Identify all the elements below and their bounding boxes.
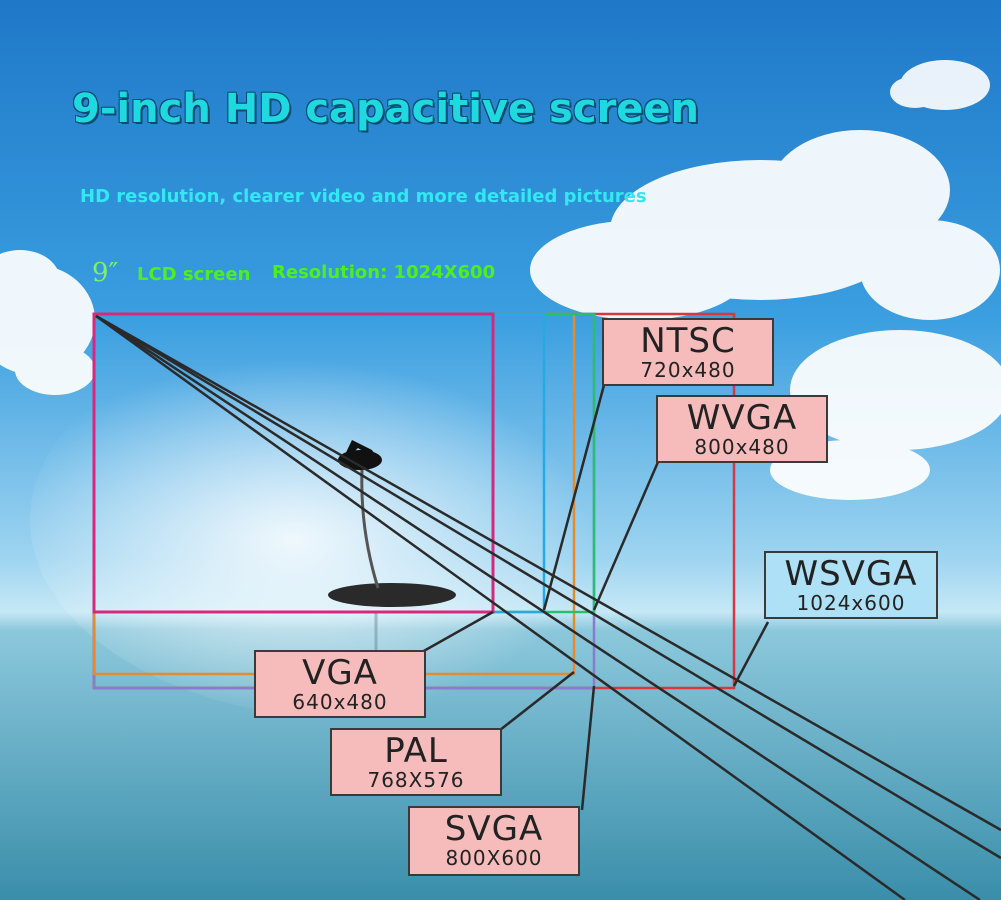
pal-label: PAL 768X576: [330, 728, 502, 796]
lcd-screen-label: LCD screen: [137, 264, 251, 285]
headline: 9-inch HD capacitive screen: [72, 86, 700, 132]
ntsc-name: NTSC: [640, 321, 736, 361]
vga-label: VGA 640x480: [254, 650, 426, 718]
vga-resolution: 640x480: [292, 690, 388, 714]
svga-resolution: 800X600: [445, 846, 543, 870]
pal-name: PAL: [384, 731, 448, 771]
wsvga-name: WSVGA: [784, 554, 918, 594]
wsvga-resolution: 1024x600: [796, 591, 906, 615]
wsvga-label: WSVGA 1024x600: [764, 551, 938, 619]
ntsc-resolution: 720x480: [640, 358, 736, 382]
vga-name: VGA: [302, 653, 378, 693]
wvga-name: WVGA: [686, 398, 798, 438]
wvga-resolution: 800x480: [694, 435, 790, 459]
wvga-label: WVGA 800x480: [656, 395, 828, 463]
svga-label: SVGA 800X600: [408, 806, 580, 876]
island: [328, 440, 456, 660]
resolution-label: Resolution: 1024X600: [272, 262, 496, 283]
cloud-small: [890, 60, 990, 110]
screen-size: 9″: [92, 258, 119, 288]
svga-name: SVGA: [444, 809, 544, 849]
subtitle: HD resolution, clearer video and more de…: [80, 186, 647, 207]
pal-resolution: 768X576: [367, 768, 465, 792]
ntsc-label: NTSC 720x480: [602, 318, 774, 386]
leader-lines: [421, 384, 770, 811]
vga-frame: [92, 312, 495, 614]
diagonal-lines: [95, 314, 1001, 900]
cloud-left: [0, 250, 95, 395]
